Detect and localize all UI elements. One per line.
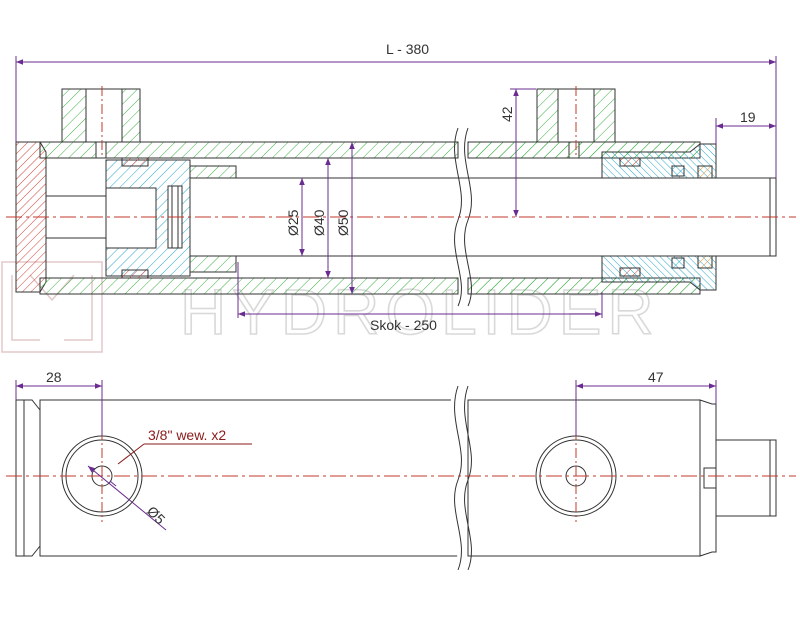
gland-seal-top — [619, 157, 641, 167]
stroke-label: Skok - 250 — [370, 317, 437, 333]
thread-leader — [117, 443, 252, 465]
exterior-end-cap — [15, 399, 41, 557]
exterior-view — [15, 384, 777, 572]
piston-seal-top — [121, 157, 149, 167]
break-line — [454, 127, 462, 307]
dimensions-top — [15, 56, 777, 318]
section-view — [15, 88, 777, 307]
piston-diameter-label: Ø40 — [311, 209, 327, 236]
rod-diameter-label: Ø25 — [285, 209, 301, 236]
port-offset-right-label: 47 — [648, 369, 664, 385]
dimensions-bottom — [15, 380, 717, 531]
rod-seal-top — [697, 165, 713, 179]
exterior-gland-notch — [703, 467, 717, 489]
piston-nut — [105, 187, 157, 249]
gland-low — [601, 255, 717, 291]
port-thread-note: 3/8" wew. x2 — [148, 427, 226, 443]
port-bore-right — [557, 88, 595, 143]
port-drill-left — [95, 141, 107, 159]
rod-end-label: 19 — [740, 109, 756, 125]
watermark: HYDROLIDER — [1, 261, 654, 353]
piston-skirt-low — [189, 255, 237, 273]
port-height-label: 42 — [499, 106, 515, 122]
piston-seal-bottom — [121, 269, 149, 279]
wiper-bottom — [671, 257, 685, 269]
port-bore-left — [85, 88, 123, 143]
exterior-rod — [715, 439, 777, 517]
overall-length-label: L - 380 — [386, 41, 429, 57]
rod-seal-bottom — [697, 255, 713, 269]
barrel-wall-bottom — [39, 277, 459, 295]
port-offset-left-label: 28 — [46, 369, 62, 385]
gland-seal-bottom — [619, 267, 641, 277]
outer-diameter-label: Ø50 — [335, 209, 351, 236]
wiper-top — [671, 165, 685, 177]
exterior-gland — [699, 399, 717, 557]
